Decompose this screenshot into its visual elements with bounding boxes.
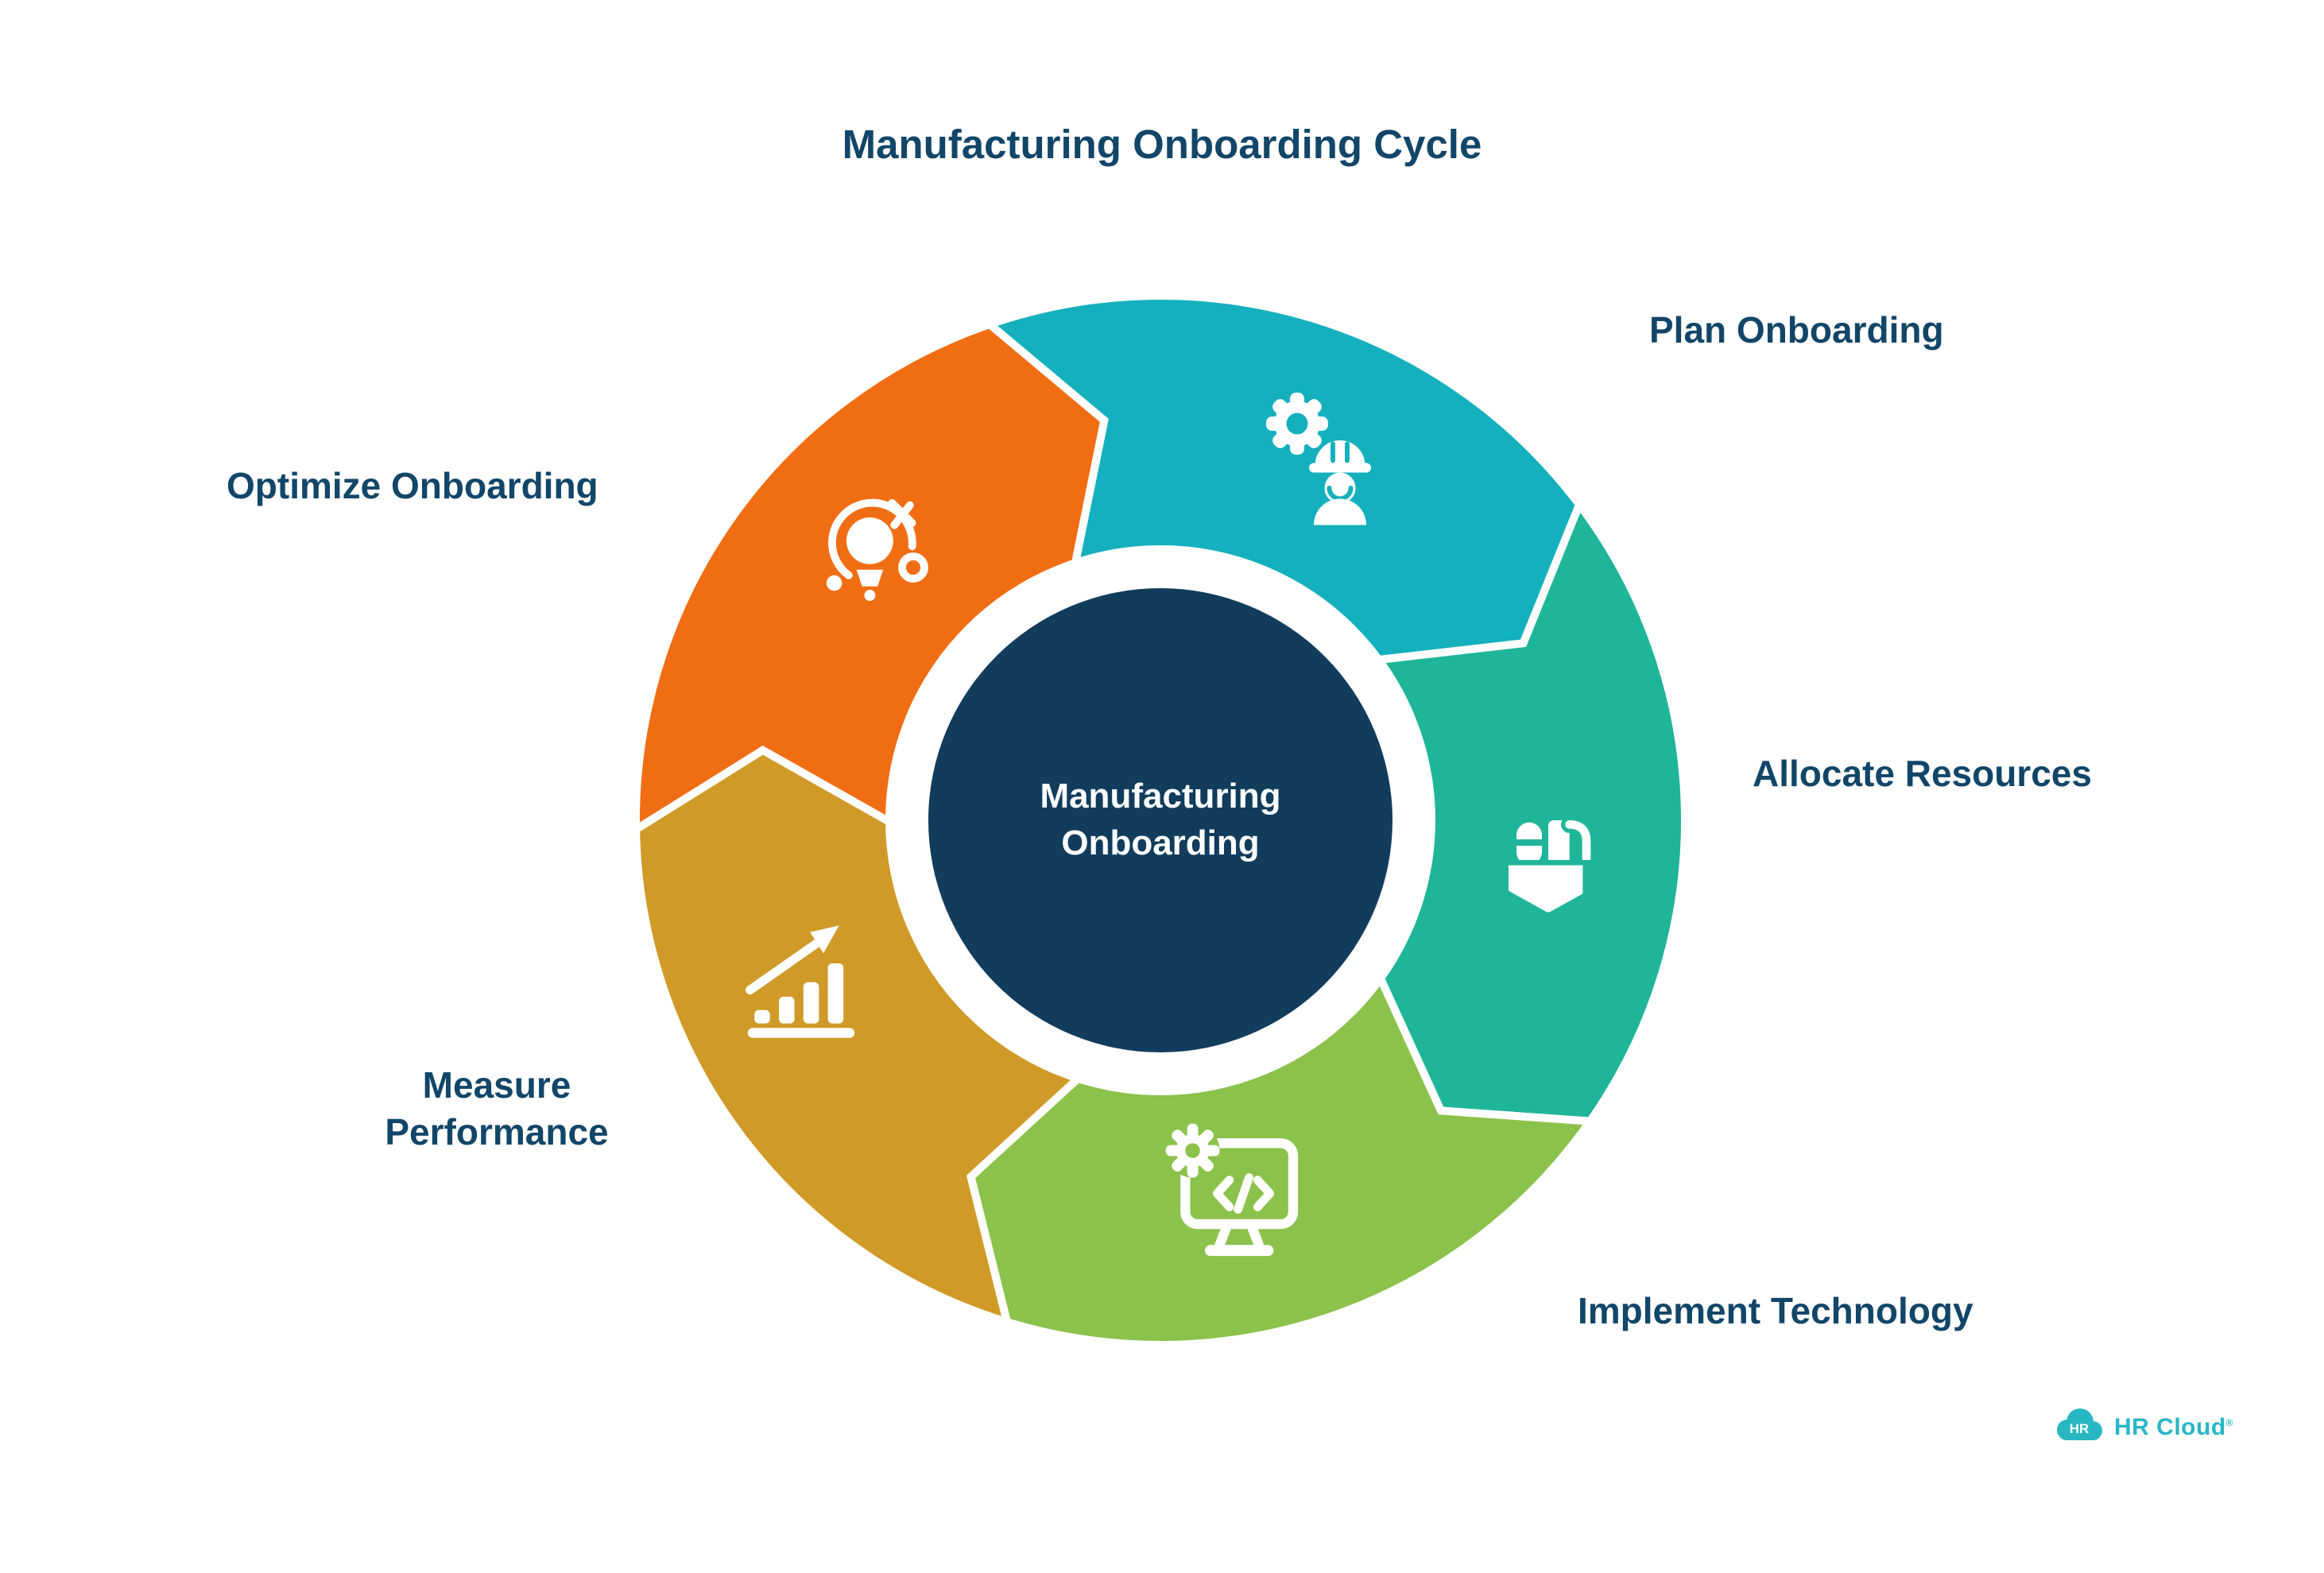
logo-name: HR Cloud® xyxy=(2114,1414,2233,1440)
center-label-line1: Manufacturing xyxy=(1040,777,1281,816)
tool-pouch-icon xyxy=(1506,820,1591,915)
wheel-center xyxy=(885,545,1435,1095)
page-title: Manufacturing Onboarding Cycle xyxy=(842,122,1482,167)
label-plan-onboarding: Plan Onboarding xyxy=(1649,309,1944,351)
hr-cloud-logo-icon: HR xyxy=(2057,1408,2102,1440)
registered-mark: ® xyxy=(2225,1417,2233,1428)
center-label-line2: Onboarding xyxy=(1061,823,1260,862)
label-optimize-onboarding: Optimize Onboarding xyxy=(227,465,598,506)
hr-cloud-logo: HR HR Cloud® xyxy=(2054,1405,2233,1447)
label-implement-technology: Implement Technology xyxy=(1578,1290,1973,1331)
center-circle xyxy=(928,588,1392,1052)
logo-badge-text: HR xyxy=(2070,1421,2090,1436)
center-label: Manufacturing Onboarding xyxy=(962,725,1359,916)
label-measure-performance: Measure Performance xyxy=(385,1064,609,1153)
label-allocate-resources: Allocate Resources xyxy=(1753,753,2092,794)
